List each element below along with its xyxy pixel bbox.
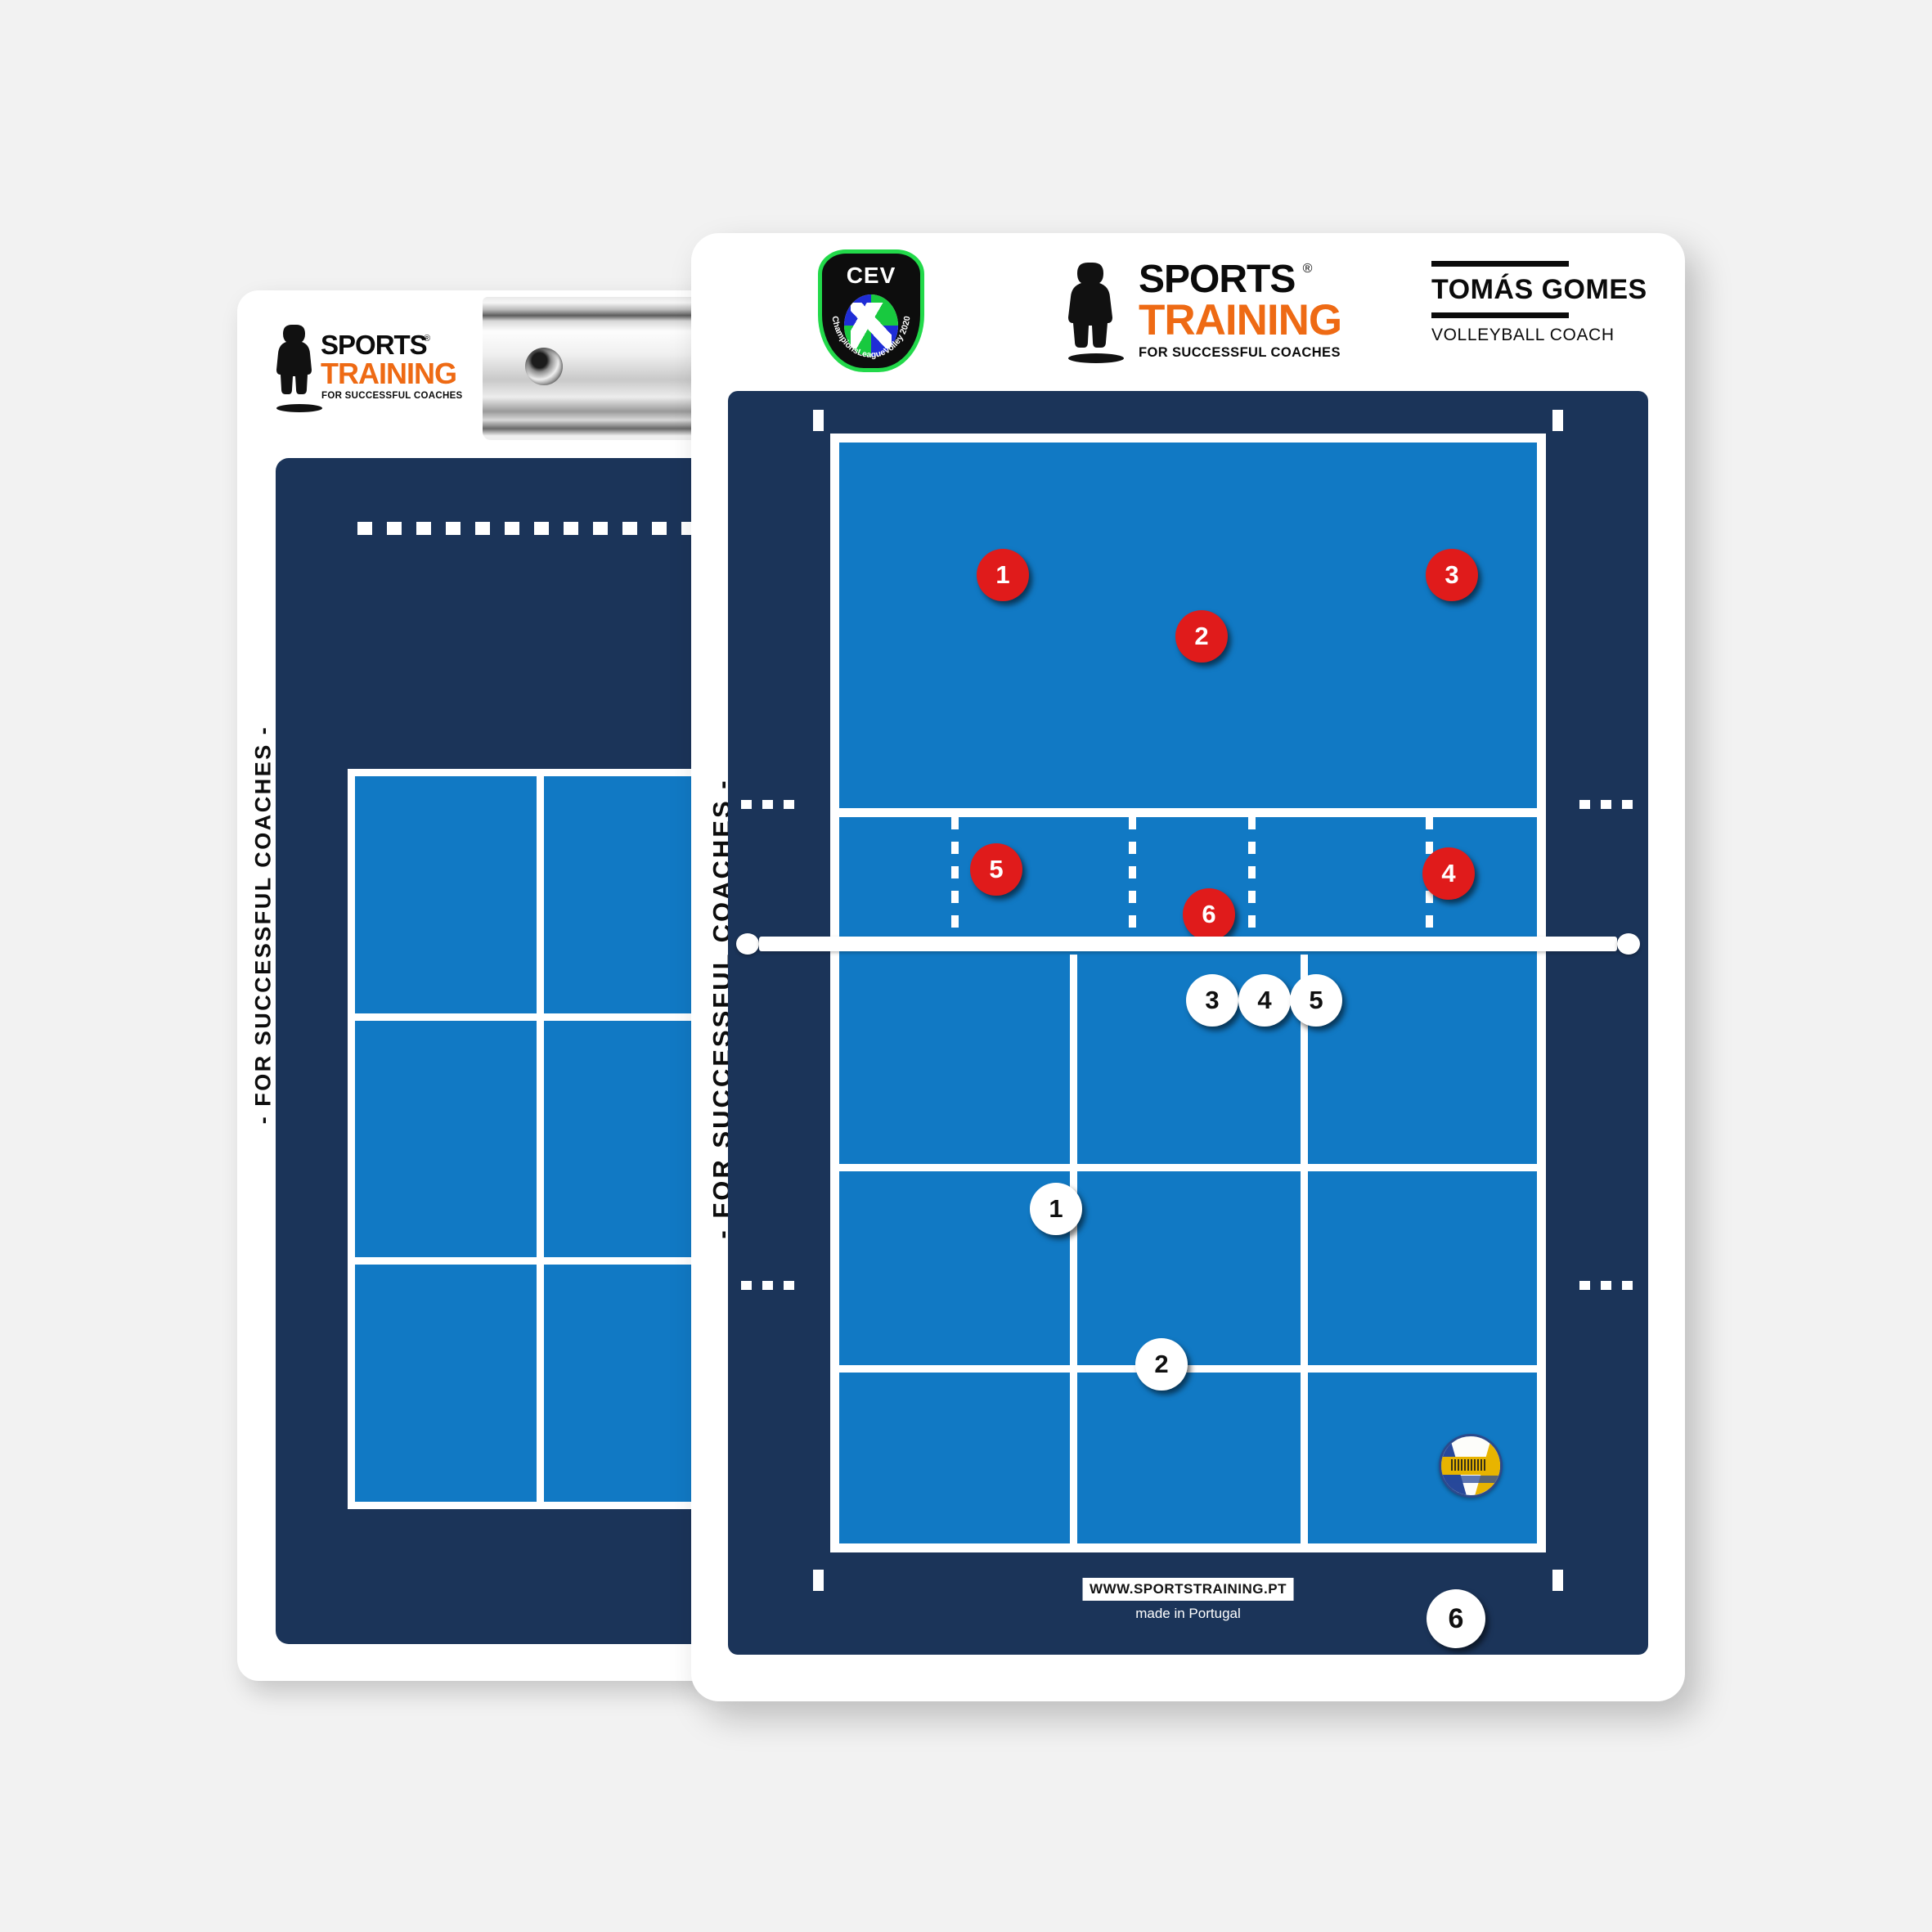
marker-red-2[interactable]: 2 — [1175, 610, 1228, 663]
sports-training-logo-icon: SPORTS ® TRAINING FOR SUCCESSFUL COACHES — [276, 325, 463, 412]
back-board-play-area — [276, 458, 720, 1644]
attack-line-extension-right-bottom — [1579, 1281, 1635, 1290]
upper-dashed-line-3 — [1248, 817, 1256, 939]
logo-word-sports: SPORTS ® — [1139, 258, 1312, 301]
antenna-marker-top-left — [813, 410, 824, 431]
lower-vertical-line-2 — [1301, 955, 1308, 1552]
coach-rule-bottom — [1431, 312, 1569, 318]
upper-dashed-line-1 — [951, 817, 959, 939]
website-url[interactable]: WWW.SPORTSTRAINING.PT — [1082, 1578, 1294, 1601]
registered-trademark-icon: ® — [1302, 262, 1313, 276]
back-court — [348, 769, 720, 1509]
marker-white-1[interactable]: 1 — [1030, 1183, 1082, 1235]
marker-red-6[interactable]: 6 — [1183, 888, 1235, 941]
marker-white-ball[interactable]: 6 — [1427, 1589, 1485, 1648]
logo-word-sports-text: SPORTS — [1139, 258, 1296, 301]
cev-badge-icon: CEV ChampionsLeagueVolley 2020 — [818, 249, 924, 372]
marker-red-3[interactable]: 3 — [1426, 549, 1478, 601]
antenna-marker-top-right — [1552, 410, 1563, 431]
marker-white-2[interactable]: 2 — [1135, 1338, 1188, 1391]
coach-silhouette-icon — [1068, 263, 1124, 363]
marker-white-4[interactable]: 4 — [1238, 974, 1291, 1027]
marker-white-3[interactable]: 3 — [1186, 974, 1238, 1027]
marker-red-5[interactable]: 5 — [970, 843, 1022, 896]
antenna-marker-bottom-left — [813, 1570, 824, 1591]
board-footer: WWW.SPORTSTRAINING.PT made in Portugal 6 — [728, 1563, 1648, 1655]
marker-red-4[interactable]: 4 — [1422, 847, 1475, 900]
back-court-cell — [355, 1020, 537, 1258]
sports-training-logo: SPORTS ® TRAINING FOR SUCCESSFUL COACHES — [1063, 256, 1382, 364]
logo-tagline: FOR SUCCESSFUL COACHES — [1139, 344, 1341, 360]
back-dashed-line — [357, 522, 709, 535]
lower-horizontal-line-2 — [839, 1365, 1537, 1373]
attack-line-extension-right-top — [1579, 800, 1635, 809]
attack-line-extension-left-top — [741, 800, 797, 809]
back-court-cell — [355, 776, 537, 1013]
back-court-cell — [543, 776, 720, 1013]
svg-text:SPORTS: SPORTS — [321, 330, 427, 360]
board-header: CEV ChampionsLeagueVolley 2020 — [691, 233, 1685, 391]
cev-ball-icon — [844, 294, 898, 357]
back-court-cell — [543, 1020, 720, 1258]
coach-role: VOLLEYBALL COACH — [1431, 326, 1615, 344]
back-side-tagline: - FOR SUCCESSFUL COACHES - — [250, 725, 276, 1125]
coach-name: TOMÁS GOMES — [1431, 274, 1647, 305]
marker-white-5[interactable]: 5 — [1290, 974, 1342, 1027]
antenna-marker-bottom-right — [1552, 1570, 1563, 1591]
made-in-label: made in Portugal — [1135, 1606, 1241, 1621]
cev-acronym: CEV — [846, 263, 896, 288]
front-clipboard: CEV ChampionsLeagueVolley 2020 — [691, 233, 1685, 1701]
svg-text:FOR SUCCESSFUL COACHES: FOR SUCCESSFUL COACHES — [321, 391, 463, 401]
net-post-right — [1617, 933, 1640, 955]
net-band — [759, 937, 1617, 951]
logo-word-training: TRAINING — [1139, 296, 1342, 345]
back-clipboard: SPORTS ® TRAINING FOR SUCCESSFUL COACHES… — [237, 290, 720, 1681]
volleyball-icon[interactable] — [1439, 1434, 1503, 1498]
clipboard-metal-clip — [483, 297, 720, 440]
sports-training-wordmark: SPORTS ® TRAINING FOR SUCCESSFUL COACHES — [1139, 258, 1342, 361]
back-court-cell — [543, 1265, 720, 1502]
net-post-left — [736, 933, 759, 955]
upper-dashed-line-2 — [1129, 817, 1136, 939]
cev-shield-shape — [818, 249, 924, 372]
coach-identity-block: TOMÁS GOMES VOLLEYBALL COACH — [1431, 261, 1647, 345]
back-court-cell — [355, 1265, 537, 1502]
attack-line-extension-left-bottom — [741, 1281, 797, 1290]
coach-rule-top — [1431, 261, 1569, 267]
back-court-grid — [355, 776, 720, 1502]
marker-red-1[interactable]: 1 — [977, 549, 1029, 601]
lower-horizontal-line-1 — [839, 1164, 1537, 1171]
attack-line-top — [839, 808, 1537, 817]
svg-text:TRAINING: TRAINING — [321, 357, 456, 390]
svg-text:®: ® — [424, 334, 430, 344]
net — [736, 933, 1640, 955]
lower-vertical-line-1 — [1070, 955, 1077, 1552]
back-brand-logo: SPORTS ® TRAINING FOR SUCCESSFUL COACHES — [275, 317, 463, 415]
